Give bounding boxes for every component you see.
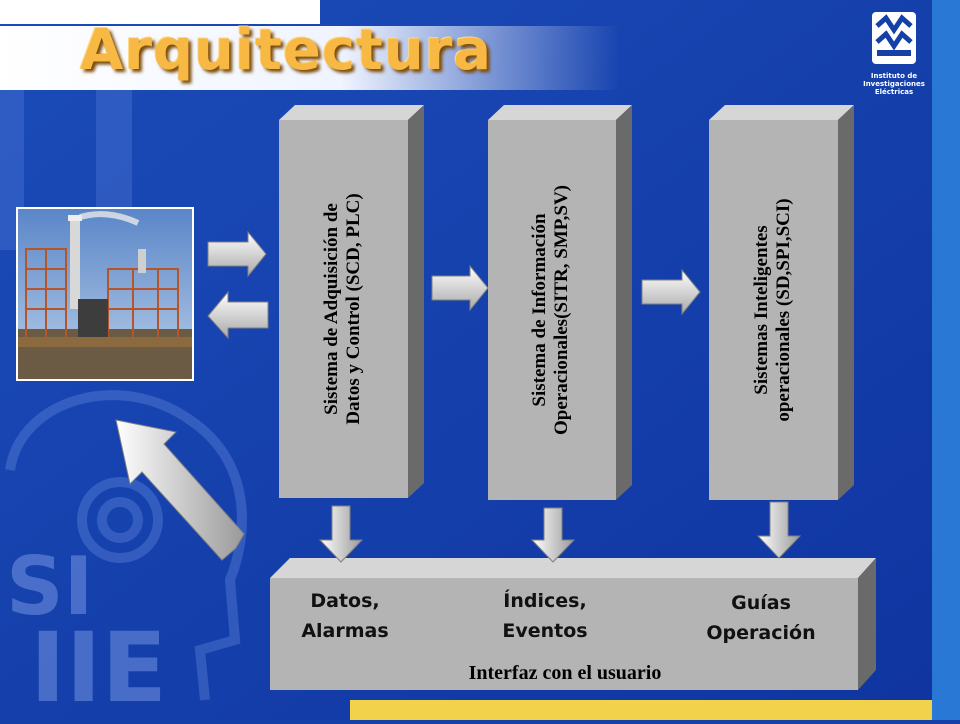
down-arrow-icon	[756, 501, 802, 559]
system-block-intelligent: Sistemas Inteligentes operacionales (SD,…	[709, 120, 838, 500]
iie-logo-icon	[872, 12, 916, 64]
output-indices-events: Índices, Eventos	[480, 586, 610, 646]
output-line-1: Guías	[731, 592, 791, 614]
output-line-1: Índices,	[503, 590, 587, 612]
bottom-accent-strip	[350, 700, 932, 720]
system-label-intelligent: Sistemas Inteligentes operacionales (SD,…	[751, 120, 797, 500]
slide-title: Arquitectura	[80, 18, 493, 83]
logo-caption: Instituto de Investigaciones Eléctricas	[858, 72, 930, 96]
right-arrow-icon	[431, 264, 489, 312]
output-data-alarms: Datos, Alarmas	[280, 586, 410, 646]
right-accent-strip	[932, 0, 960, 720]
interface-footer-label: Interfaz con el usuario	[468, 662, 662, 684]
system-label-acquisition: Sistema de Adquisición de Datos y Contro…	[321, 120, 367, 498]
diagonal-up-arrow-icon	[115, 419, 245, 561]
right-arrow-icon	[207, 230, 267, 278]
right-arrow-icon	[641, 268, 701, 316]
logo-line-2: Investigaciones	[863, 80, 925, 88]
system-label-line-2: operacionales (SD,SPI,SCI)	[773, 198, 794, 422]
system-label-line-1: Sistemas Inteligentes	[751, 225, 772, 395]
output-line-2: Alarmas	[301, 620, 389, 642]
system-block-acquisition: Sistema de Adquisición de Datos y Contro…	[279, 120, 408, 498]
top-white-band	[0, 0, 320, 24]
system-label-line-2: Datos y Control (SCD, PLC)	[343, 193, 364, 425]
logo-line-3: Eléctricas	[874, 88, 914, 96]
down-arrow-icon	[318, 505, 364, 563]
output-line-1: Datos,	[310, 590, 380, 612]
watermark-iie: IIE	[30, 612, 168, 724]
system-block-information: Sistema de Información Operacionales(SIT…	[488, 120, 616, 500]
title-band	[0, 26, 620, 90]
system-label-line-2: Operacionales(SITR, SMP,SV)	[551, 185, 572, 436]
user-interface-block: Datos, Alarmas Índices, Eventos Guías Op…	[270, 578, 858, 690]
output-operation-guides: Guías Operación	[690, 588, 832, 648]
logo-line-1: Instituto de	[870, 72, 918, 80]
system-label-line-1: Sistema de Adquisición de	[321, 203, 342, 415]
output-line-2: Operación	[706, 622, 816, 644]
output-line-2: Eventos	[502, 620, 588, 642]
system-label-line-1: Sistema de Información	[529, 213, 550, 407]
left-arrow-icon	[207, 290, 269, 340]
down-arrow-icon	[530, 507, 576, 563]
watermark-si: SI	[6, 540, 94, 633]
system-label-information: Sistema de Información Operacionales(SIT…	[529, 120, 575, 500]
industrial-plant-photo	[16, 207, 194, 381]
